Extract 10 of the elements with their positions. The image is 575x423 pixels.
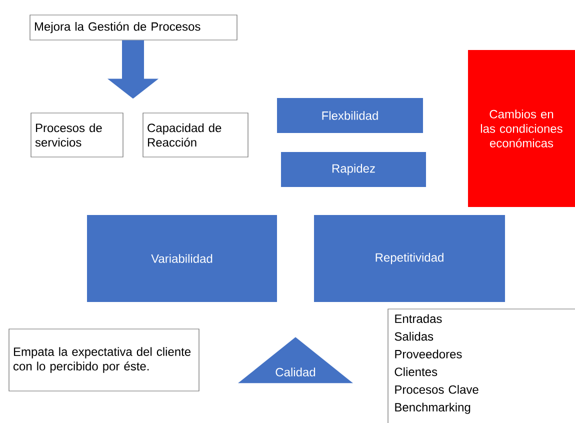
process-box: Variabilidad bbox=[87, 215, 277, 302]
text-box: Empata la expectativa del cliente con lo percibido por éste. bbox=[8, 328, 200, 392]
text-box: Procesos de servicios bbox=[30, 112, 124, 158]
text-box: Capacidad de Reacción bbox=[142, 112, 248, 158]
list-box: Entradas Salidas Proveedores Clientes Procesos Clave Benchmarking bbox=[388, 308, 575, 423]
process-box: Rapidez bbox=[281, 152, 426, 187]
process-box: Flexbilidad bbox=[277, 98, 423, 133]
text-box: Mejora la Gestión de Procesos bbox=[30, 14, 238, 40]
highlight-box: Cambios en las condiciones económicas bbox=[468, 50, 575, 207]
process-box: Repetitividad bbox=[314, 215, 505, 302]
